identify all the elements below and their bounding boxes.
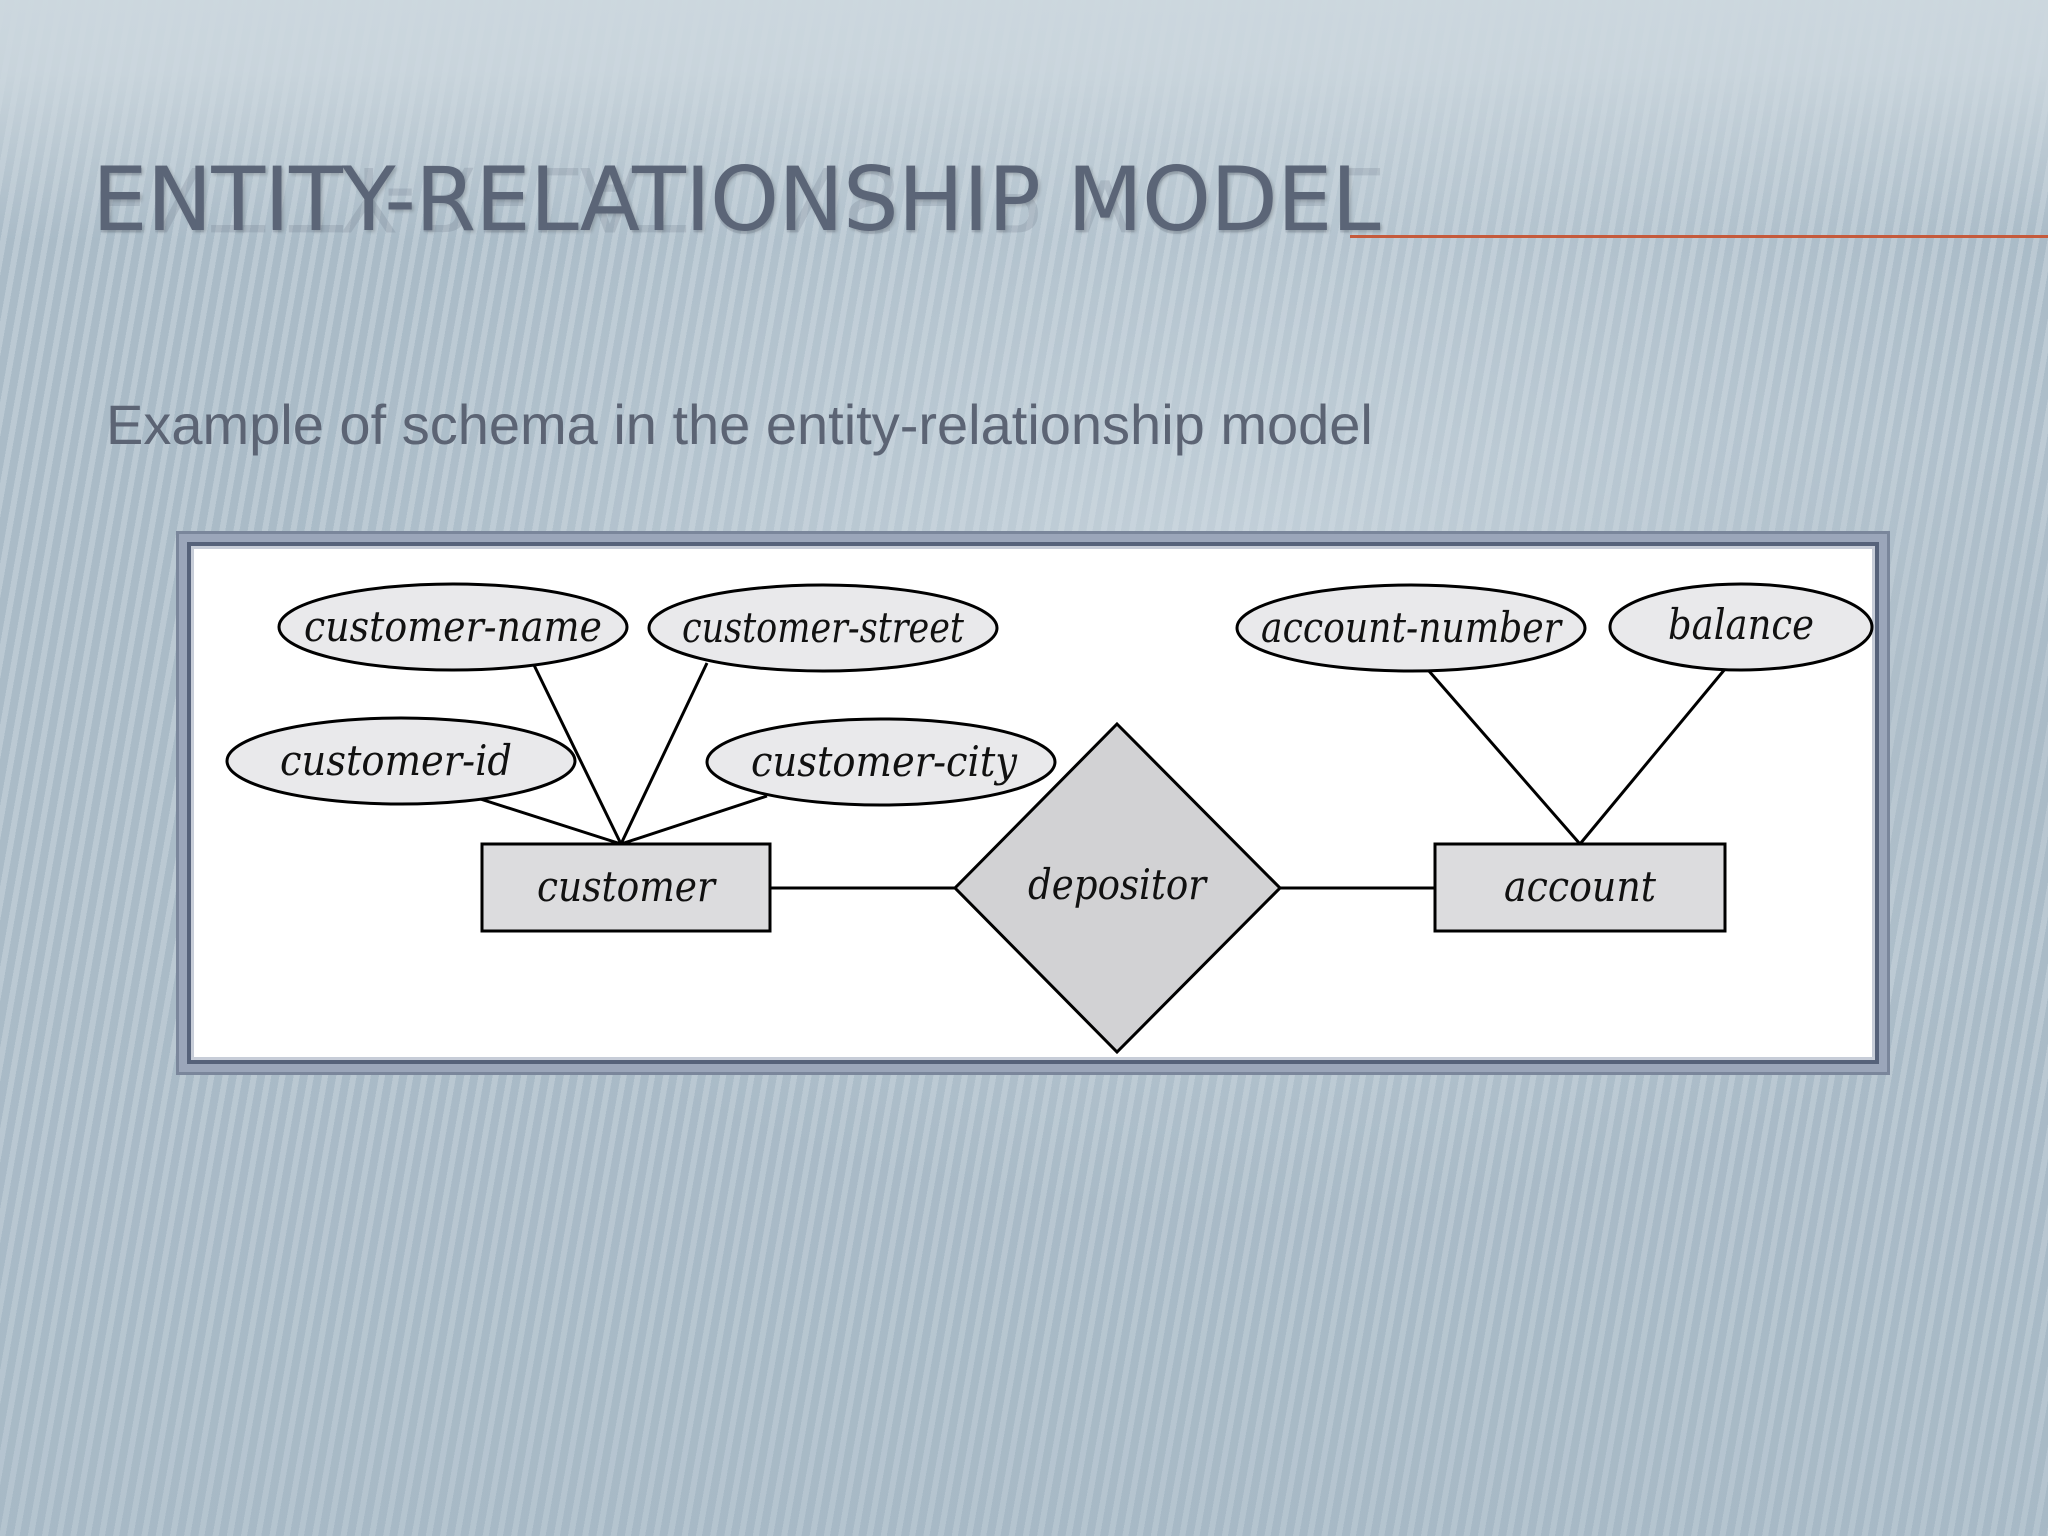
attribute-label: balance bbox=[1668, 600, 1814, 649]
attribute-customer-street: customer-street bbox=[647, 583, 999, 673]
edge-customer-street-customer bbox=[619, 662, 709, 845]
edge-customer-name-customer bbox=[531, 662, 623, 845]
entity-label: customer bbox=[537, 862, 718, 911]
attribute-customer-city: customer-city bbox=[705, 717, 1057, 807]
diagram-canvas: customer-name customer-street customer-i… bbox=[187, 542, 1879, 1064]
edge-account-number-account bbox=[1420, 662, 1582, 845]
diagram-frame: customer-name customer-street customer-i… bbox=[176, 531, 1890, 1075]
attribute-label: account-number bbox=[1261, 603, 1564, 652]
attribute-customer-id: customer-id bbox=[225, 716, 577, 806]
slide-title: ENTITY-RELATIONSHIP MODEL bbox=[92, 148, 1381, 251]
title-underline bbox=[1350, 235, 2048, 238]
entity-customer: customer bbox=[480, 842, 772, 933]
attribute-label: customer-id bbox=[280, 736, 512, 785]
edge-customer-city-customer bbox=[620, 794, 768, 846]
relationship-depositor: depositor bbox=[952, 721, 1283, 1055]
attribute-balance: balance bbox=[1608, 582, 1874, 672]
attribute-account-number: account-number bbox=[1235, 583, 1587, 673]
slide-subtitle: Example of schema in the entity-relation… bbox=[106, 393, 1373, 456]
edge-customer-id-customer bbox=[470, 794, 622, 846]
entity-label: account bbox=[1504, 862, 1656, 911]
entity-account: account bbox=[1433, 842, 1727, 933]
er-diagram: customer-name customer-street customer-i… bbox=[225, 582, 1874, 1055]
attribute-label: customer-street bbox=[682, 603, 964, 652]
attribute-label: customer-city bbox=[751, 737, 1018, 786]
attribute-label: customer-name bbox=[304, 602, 602, 651]
relationship-label: depositor bbox=[1028, 860, 1209, 909]
attribute-customer-name: customer-name bbox=[277, 582, 629, 672]
edge-balance-account bbox=[1578, 662, 1732, 845]
